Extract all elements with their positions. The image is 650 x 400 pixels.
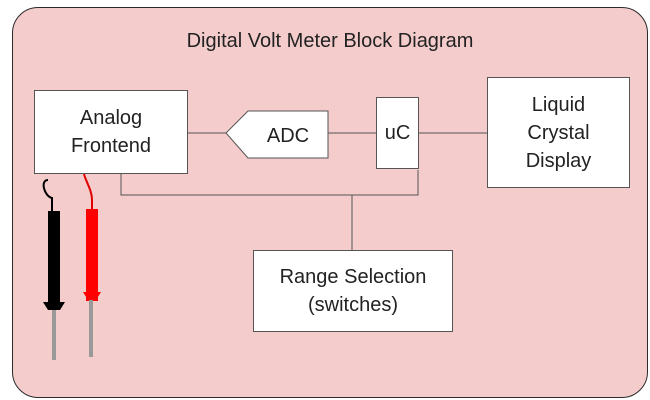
uc-label: uC xyxy=(384,122,411,144)
analog-frontend-block: Analog Frontend xyxy=(34,90,188,174)
wire-bus xyxy=(120,170,419,196)
uc-block: uC xyxy=(376,97,419,169)
adc-block xyxy=(225,110,329,159)
diagram-title: Digital Volt Meter Block Diagram xyxy=(186,30,474,52)
adc-label: ADC xyxy=(266,124,310,147)
analog-frontend-label: Analog Frontend xyxy=(70,107,152,157)
range-selection-label: Range Selection (switches) xyxy=(279,266,427,316)
display-block: Liquid Crystal Display xyxy=(487,77,630,188)
diagram-panel xyxy=(12,7,648,398)
red-probe-icon xyxy=(83,173,101,357)
range-selection-block: Range Selection (switches) xyxy=(253,250,453,332)
display-label: Liquid Crystal Display xyxy=(525,93,592,172)
black-probe-icon xyxy=(42,179,65,360)
